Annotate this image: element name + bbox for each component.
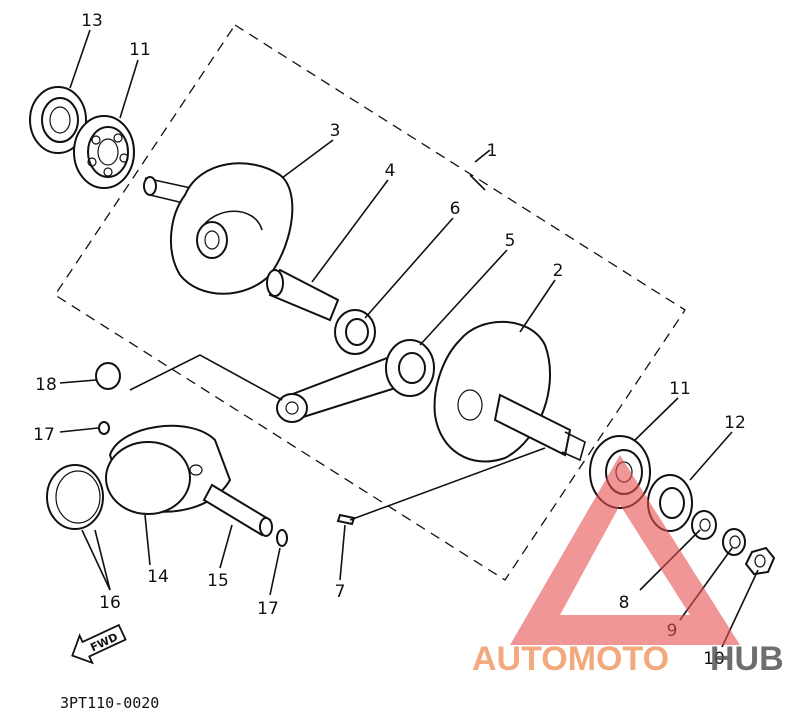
piston-pin-15 (202, 483, 273, 537)
bearing-11-left (73, 115, 135, 189)
needle-bearing-6 (334, 309, 376, 355)
callout-11b: 11 (669, 379, 691, 399)
nut-10 (744, 546, 776, 576)
connecting-rod-5 (276, 339, 435, 423)
callout-4: 4 (385, 161, 396, 181)
callout-15: 15 (207, 571, 229, 591)
callout-13: 13 (81, 11, 103, 31)
piston-14 (105, 424, 232, 515)
callout-7: 7 (335, 582, 346, 602)
crank-pin-4 (266, 268, 340, 322)
drawing-code: 3PT110-0020 (60, 694, 159, 712)
piston-pin-clip-17a (98, 421, 110, 435)
small-end-bearing-18 (95, 362, 121, 390)
woodruff-key-7 (336, 513, 356, 526)
watermark-text-hub: HUB (710, 640, 784, 678)
callout-16: 16 (99, 593, 121, 613)
piston-rings-16 (46, 464, 104, 530)
callout-5: 5 (505, 231, 516, 251)
callout-6: 6 (450, 199, 461, 219)
callout-8: 8 (619, 593, 630, 613)
warning-triangle-icon (510, 455, 740, 645)
watermark-logo (510, 455, 740, 645)
callout-12: 12 (724, 413, 746, 433)
callout-18: 18 (35, 375, 57, 395)
callout-14: 14 (147, 567, 169, 587)
oil-seal-13 (29, 86, 87, 154)
crankshaft-right-half-2 (433, 320, 586, 463)
watermark-text-automoto: AUTOMOTO (472, 640, 669, 678)
callout-3: 3 (330, 121, 341, 141)
callout-17b: 17 (257, 599, 279, 619)
piston-pin-clip-17b (276, 529, 288, 547)
callout-11a: 11 (129, 40, 151, 60)
washer-9 (722, 528, 746, 556)
leader-lines (59, 29, 759, 648)
callout-10: 10 (703, 649, 725, 669)
callout-2: 2 (553, 261, 564, 281)
callout-1: 1 (487, 141, 498, 161)
assembly-1-dashed-outline (54, 24, 686, 581)
forward-arrow-icon: FWD (71, 623, 127, 665)
callout-17a: 17 (33, 425, 55, 445)
